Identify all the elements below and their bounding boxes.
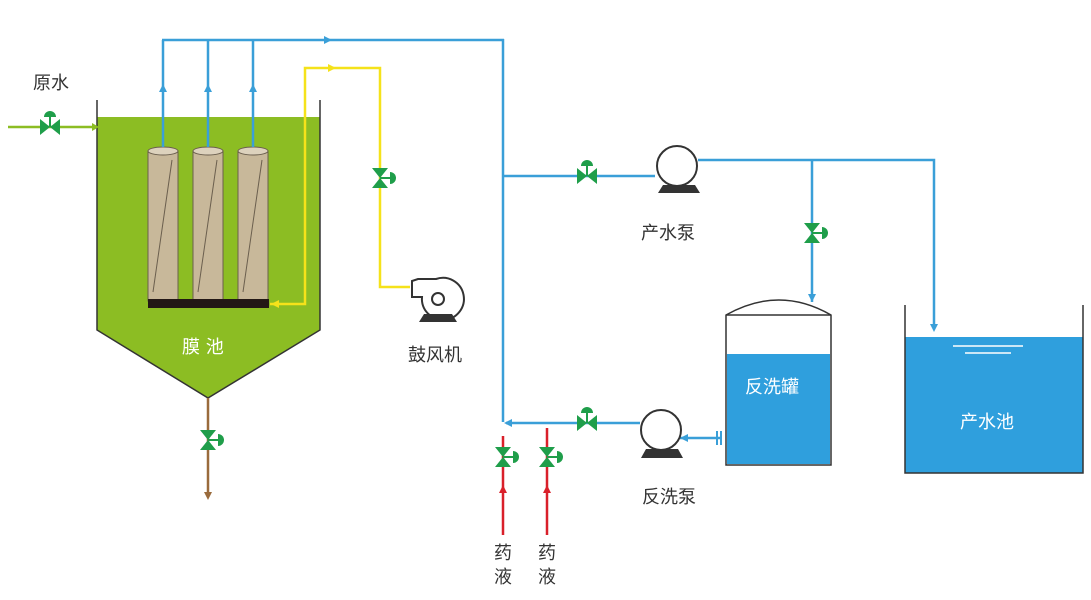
chemical-valve-1: [494, 446, 520, 468]
blower-icon: [411, 276, 465, 322]
membrane-module-3: [237, 146, 269, 302]
raw-water-label: 原水: [33, 73, 69, 94]
permeate-pipes: [161, 38, 505, 422]
air-valve: [371, 167, 397, 189]
backwash-tank-label: 反洗罐: [745, 377, 799, 398]
product-pump-icon: [656, 145, 700, 193]
permeate-arrows: [159, 36, 332, 92]
backwash-arrows: [504, 419, 722, 445]
backwash-tank: [725, 299, 832, 466]
product-water-arrows: [808, 294, 938, 332]
backwash-pump-icon: [640, 409, 683, 458]
product-valve: [576, 159, 598, 185]
product-pump-label: 产水泵: [641, 223, 695, 244]
chemical-valve-2: [538, 446, 564, 468]
chemical-label-1: 药液: [494, 543, 512, 588]
air-arrows: [271, 64, 336, 308]
backwash-fill-valve: [803, 222, 829, 244]
chemical-pipes: [501, 428, 549, 535]
membrane-module-1: [147, 146, 179, 302]
product-tank: [904, 305, 1084, 474]
backwash-valve: [576, 406, 598, 432]
backwash-pump-label: 反洗泵: [642, 487, 696, 508]
chemical-label-2: 药液: [538, 543, 556, 588]
drain-valve: [199, 429, 225, 451]
membrane-module-2: [192, 146, 224, 302]
chemical-arrows: [499, 485, 551, 493]
air-pipe: [270, 66, 410, 306]
product-tank-label: 产水池: [960, 412, 1014, 433]
blower-label: 鼓风机: [408, 345, 462, 366]
raw-water-pipe: [8, 110, 99, 136]
aeration-base: [148, 299, 269, 308]
membrane-modules: [147, 146, 269, 308]
membrane-tank-label: 膜 池: [182, 337, 224, 358]
product-water-pipe: [503, 158, 936, 328]
